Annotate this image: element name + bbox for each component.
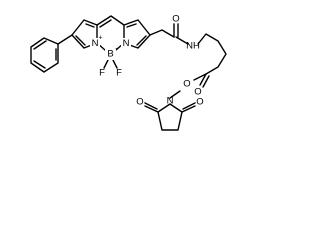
atom-n-right: N	[123, 38, 130, 49]
atom-succinimide-nitrogen: N	[167, 96, 174, 107]
charge-plus: +	[98, 35, 102, 42]
atom-ester-carbonyl-oxygen: O	[194, 87, 201, 98]
atom-boron: B	[107, 49, 113, 60]
atom-ester-oxygen: O	[183, 79, 190, 90]
atom-amide-oxygen: O	[172, 14, 179, 25]
atom-succinimide-oxygen-left: O	[136, 97, 143, 108]
atom-fluorine-right: F	[116, 68, 122, 79]
chemical-structure-diagram: N + B − N F F O NH O O N O O	[0, 0, 239, 153]
atom-n-left: N	[92, 38, 99, 49]
bond-lines	[30, 15, 227, 131]
atom-succinimide-oxygen-right: O	[196, 97, 203, 108]
atom-amide-nh: NH	[186, 41, 200, 52]
charge-minus: −	[115, 46, 119, 53]
atom-fluorine-left: F	[99, 68, 105, 79]
atom-labels: N + B − N F F O NH O O N O O	[90, 14, 204, 108]
